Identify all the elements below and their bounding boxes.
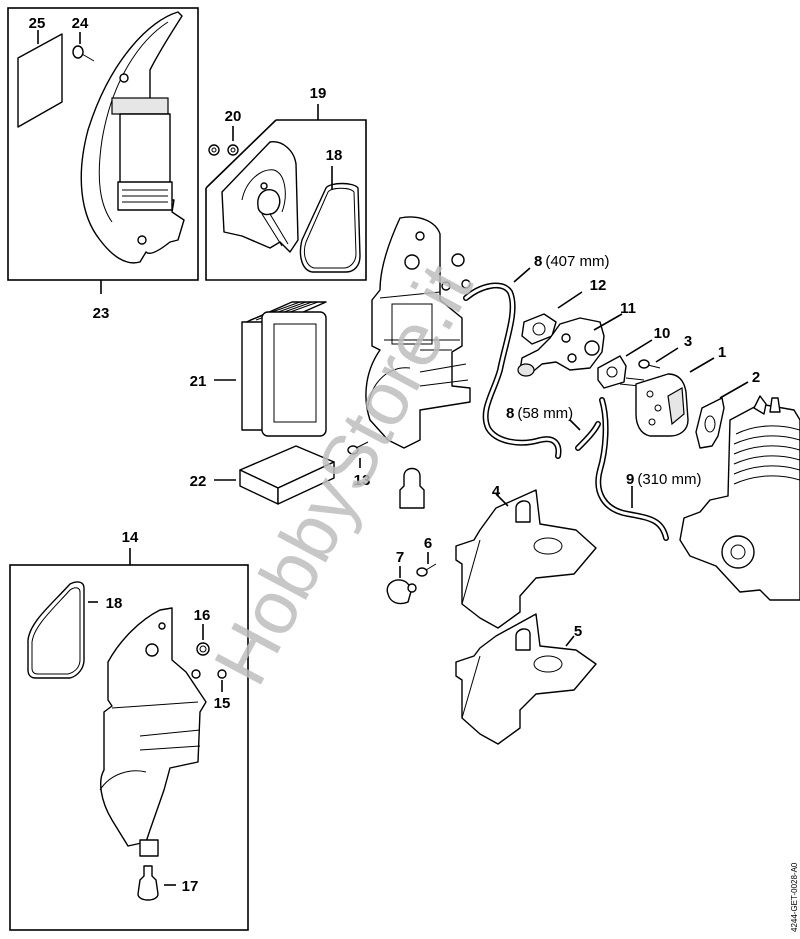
callout-6[interactable]: 6 xyxy=(424,535,432,552)
part-17-buffer[interactable] xyxy=(137,865,159,901)
leader-8-58 xyxy=(569,419,581,431)
leader-1 xyxy=(689,357,715,373)
leader-2 xyxy=(719,381,749,399)
part-18-seal-top[interactable] xyxy=(299,182,361,273)
callout-5[interactable]: 5 xyxy=(574,623,582,640)
callout-22[interactable]: 22 xyxy=(190,473,207,490)
part-16-grommet[interactable] xyxy=(196,642,210,656)
callout-2[interactable]: 2 xyxy=(752,369,760,386)
part-19-filter-cover[interactable] xyxy=(221,141,299,253)
part-20-nuts[interactable] xyxy=(208,144,239,156)
callout-16[interactable]: 16 xyxy=(194,607,211,624)
part-housing-nuts[interactable] xyxy=(441,253,471,291)
callout-21[interactable]: 21 xyxy=(190,373,207,390)
callout-13[interactable]: 13 xyxy=(354,472,371,489)
leader-5 xyxy=(565,635,575,647)
callout-20[interactable]: 20 xyxy=(225,108,242,125)
leader-10 xyxy=(625,339,653,357)
assembly-box-23: 23 25 24 xyxy=(7,7,199,322)
callout-18-top[interactable]: 18 xyxy=(326,147,343,164)
callout-24[interactable]: 24 xyxy=(72,15,89,32)
callout-19[interactable]: 19 xyxy=(310,85,327,102)
part-7-purge-pump[interactable] xyxy=(386,579,417,605)
part-5-baffle[interactable] xyxy=(455,613,597,745)
part-18-seal-box[interactable] xyxy=(27,581,85,679)
part-25-label[interactable] xyxy=(17,33,63,128)
callout-23[interactable]: 23 xyxy=(93,305,110,322)
assembly-box-14: 14 18 16 15 17 xyxy=(9,529,249,931)
callout-17[interactable]: 17 xyxy=(182,878,199,895)
part-6-screw[interactable] xyxy=(416,563,437,577)
part-24-screw[interactable] xyxy=(72,45,95,62)
part-2-gasket[interactable] xyxy=(695,397,725,449)
part-air-filter-housing[interactable] xyxy=(365,216,471,509)
callout-4[interactable]: 4 xyxy=(492,483,501,500)
part-23-shroud[interactable] xyxy=(80,11,185,264)
callout-9-310[interactable]: 9(310 mm) xyxy=(626,471,702,488)
box-23-frame xyxy=(7,7,199,281)
callout-1[interactable]: 1 xyxy=(718,344,726,361)
part-8-hose-58[interactable] xyxy=(575,421,601,451)
part-8-hose-407[interactable] xyxy=(463,282,562,459)
part-13-screw[interactable] xyxy=(347,441,369,455)
callout-8-407[interactable]: 8(407 mm) xyxy=(534,253,610,270)
callout-15[interactable]: 15 xyxy=(214,695,231,712)
box-14-frame xyxy=(9,564,249,931)
callout-14[interactable]: 14 xyxy=(122,529,139,546)
part-11-carburetor[interactable] xyxy=(517,317,605,377)
leader-12 xyxy=(557,291,583,309)
part-15-nuts[interactable] xyxy=(191,669,227,679)
leader-8-407 xyxy=(513,267,531,283)
callout-7[interactable]: 7 xyxy=(396,549,404,566)
part-engine[interactable] xyxy=(679,395,800,601)
part-21-air-filter[interactable] xyxy=(241,301,327,437)
callout-11[interactable]: 11 xyxy=(620,300,636,317)
leader-3 xyxy=(655,347,679,363)
reference-code: 4244-GET-0028-A0 xyxy=(790,862,799,932)
leader-4 xyxy=(495,493,509,507)
callout-8-58[interactable]: 8(58 mm) xyxy=(506,405,573,422)
part-14-housing[interactable] xyxy=(99,607,207,857)
box-19-frame xyxy=(205,119,367,281)
part-22-pre-filter[interactable] xyxy=(239,445,335,505)
leader-11 xyxy=(593,313,623,331)
callout-12[interactable]: 12 xyxy=(590,277,607,294)
callout-10[interactable]: 10 xyxy=(654,325,671,342)
part-4-baffle[interactable] xyxy=(455,489,597,629)
part-9-hose-310[interactable] xyxy=(595,397,669,541)
assembly-box-19: 19 20 18 xyxy=(205,85,367,281)
part-1-flange[interactable] xyxy=(619,373,689,437)
callout-25[interactable]: 25 xyxy=(29,15,46,32)
callout-3[interactable]: 3 xyxy=(684,333,692,350)
part-3-screw[interactable] xyxy=(638,359,661,369)
part-10-gasket[interactable] xyxy=(597,355,627,389)
callout-18-box[interactable]: 18 xyxy=(106,595,123,612)
